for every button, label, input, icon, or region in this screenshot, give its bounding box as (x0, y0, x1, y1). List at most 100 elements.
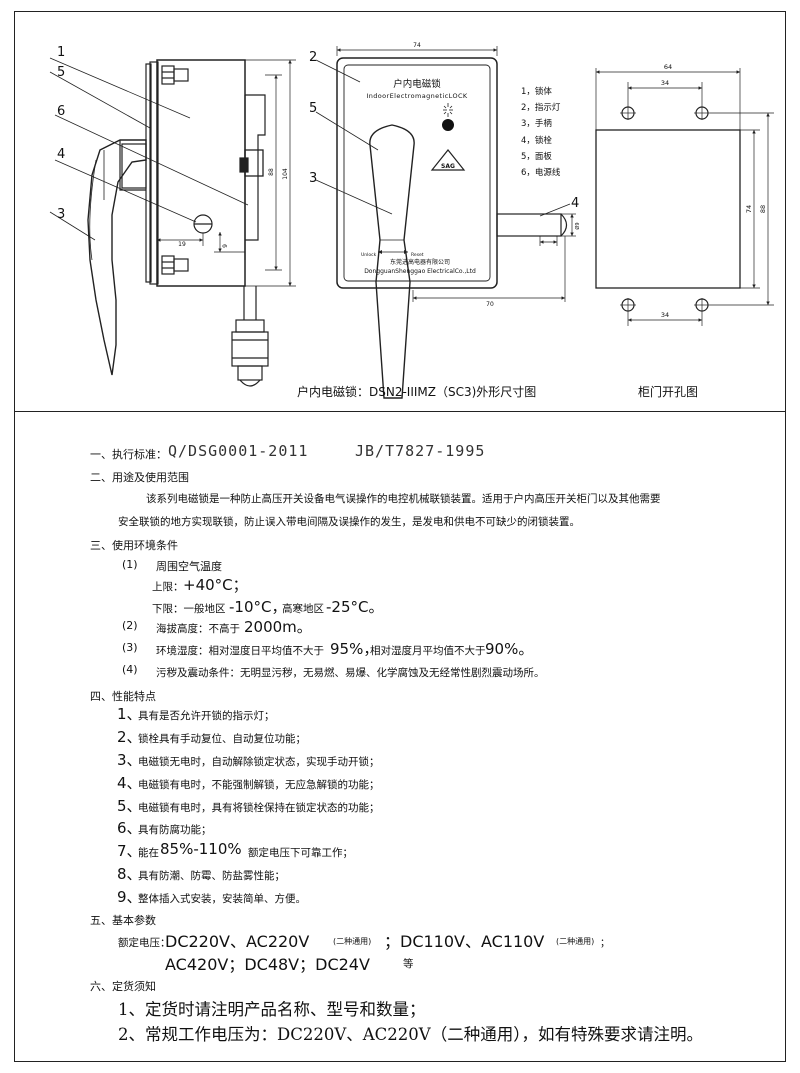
s3-3-label2: 相对湿度月平均值不大于 (370, 645, 486, 657)
s4-item-4-text: 电磁锁有电时，不能强制解锁，无应急解锁的功能； (138, 779, 380, 791)
dim-front-74: 74 (413, 42, 421, 49)
front-outer (336, 57, 498, 289)
s4-item-9-text: 整体插入式安装，安装简单、方便。 (138, 893, 306, 905)
indicator-light (442, 119, 454, 131)
s3-2-num: (2) (122, 619, 138, 632)
s4-item-7-text2: 额定电压下可靠工作； (248, 847, 353, 859)
front-callout-5: 5 (309, 101, 317, 116)
s6-label: 六、定货须知 (90, 980, 156, 993)
legend-3: 3，手柄 (521, 118, 552, 129)
callout-6: 6 (57, 104, 65, 119)
front-callout-2: 2 (309, 50, 317, 65)
s3-3-val1: 95%， (330, 640, 379, 658)
dim-cutout-34-bottom: 34 (661, 311, 669, 319)
side-handle (87, 139, 147, 376)
s2-line2: 安全联锁的地方实现联锁，防止误入带电间隔及误操作的发生，是发电和供电不可缺少的闭… (118, 516, 580, 528)
s3-2-label: 海拔高度：不高于 (156, 623, 240, 635)
dim-cutout-34-top: 34 (661, 79, 669, 87)
s3-3-label1: 环境湿度：相对湿度日平均值不大于 (156, 645, 324, 657)
s3-upper-val: +40°C； (183, 576, 248, 594)
s4-item-1-text: 具有是否允许开锁的指示灯； (138, 710, 275, 722)
s3-lower-val1: -10°C， (229, 598, 287, 616)
logo-text: SAG (441, 163, 455, 170)
s5-n2: (二种通用) (556, 937, 595, 946)
s1-std1: Q/DSG0001-2011 (168, 442, 309, 460)
dim-side-9: 9 (222, 244, 229, 248)
legend-1: 1，锁体 (521, 86, 552, 97)
s3-label: 三、使用环境条件 (90, 539, 178, 552)
dim-cutout-64: 64 (664, 63, 672, 71)
s5-end: ； (600, 938, 610, 949)
s5-v3: AC420V；DC48V；DC24V (165, 955, 370, 974)
cutout-view (595, 106, 741, 312)
front-title-en: IndoorElectromagneticLOCK (366, 92, 467, 100)
unlock-label: Unlock (361, 252, 377, 258)
company-en: DongguanShenggao ElectricalCo.,Ltd (364, 268, 476, 275)
dim-cutout-88: 88 (759, 205, 767, 213)
s4-item-8-text: 具有防潮、防霉、防盐雾性能； (138, 870, 285, 882)
s4-item-7-value: 85%-110% (160, 840, 242, 858)
s3-lower-label1: 下限：一般地区 (152, 603, 226, 615)
s1-std2: JB/T7827-1995 (355, 442, 486, 460)
front-callout-4: 4 (571, 196, 579, 211)
legend-4: 4，锁栓 (521, 135, 552, 146)
dim-side-88: 88 (268, 168, 275, 176)
s4-item-2-text: 锁栓具有手动复位、自动复位功能； (138, 733, 306, 745)
dim-side-104: 104 (282, 168, 289, 180)
callout-4: 4 (57, 147, 65, 162)
s3-1-num: (1) (122, 558, 138, 571)
reset-label: Reset (411, 252, 424, 258)
s4-item-9-num: 9、 (117, 888, 142, 906)
front-handle (369, 124, 415, 399)
s4-item-1-num: 1、 (117, 705, 142, 723)
s6-line2: 2、常规工作电压为：DC220V、AC220V（二种通用），如有特殊要求请注明。 (118, 1025, 703, 1044)
s4-item-6-text: 具有防腐功能； (138, 824, 212, 836)
s4-item-2-num: 2、 (117, 728, 142, 746)
side-mount-plate (149, 61, 159, 285)
front-title-cn: 户内电磁锁 (393, 78, 441, 90)
dim-side-19: 19 (178, 241, 186, 248)
side-view (87, 59, 269, 387)
s3-2-val: 2000m。 (244, 618, 312, 636)
s4-item-8-num: 8、 (117, 865, 142, 883)
s4-item-3-text: 电磁锁无电时，自动解除锁定状态，实现手动开锁； (138, 756, 380, 768)
s5-v3-tail: 等 (403, 958, 414, 970)
front-inner (343, 64, 491, 282)
s5-prefix: 额定电压： (118, 937, 171, 949)
s2-label: 二、用途及使用范围 (90, 471, 189, 484)
s4-item-7-text: 能在 (138, 847, 159, 859)
s3-lower-label2: 高寒地区 (282, 603, 324, 615)
s5-v1: DC220V、AC220V (165, 932, 310, 951)
logo-triangle (430, 149, 466, 171)
callout-1: 1 (57, 45, 65, 60)
callout-3: 3 (57, 207, 65, 222)
s5-v2: ；DC110V、AC110V (384, 932, 545, 951)
s5-n1: (二种通用) (333, 937, 372, 946)
cutout-rect (595, 129, 741, 289)
s3-3-num: (3) (122, 641, 138, 654)
legend-6: 6，电源线 (521, 167, 561, 178)
s4-item-4-num: 4、 (117, 774, 142, 792)
s4-item-5-text: 电磁锁有电时，具有将锁栓保持在锁定状态的功能； (138, 802, 380, 814)
caption-left: 户内电磁锁：DSN2-IIIMZ（SC3)外形尺寸图 (297, 384, 536, 399)
s6-line1: 1、定货时请注明产品名称、型号和数量； (118, 1000, 426, 1019)
s3-4-text: 污秽及震动条件：无明显污秽，无易燃、易爆、化学腐蚀及无经常性剧烈震动场所。 (156, 667, 545, 679)
s2-line1: 该系列电磁锁是一种防止高压开关设备电气误操作的电控机械联锁装置。适用于户内高压开… (146, 493, 661, 505)
side-cable (243, 286, 257, 320)
s3-3-val2: 90%。 (485, 640, 534, 658)
s4-item-5-num: 5、 (117, 797, 142, 815)
technical-drawing: 88 104 19 9 1 5 6 4 3 (49, 42, 774, 399)
spec-frame (14, 411, 786, 1062)
dim-cutout-74: 74 (745, 205, 753, 213)
callout-5: 5 (57, 65, 65, 80)
dim-front-70: 70 (486, 301, 494, 308)
s1-label: 一、执行标准： (90, 448, 167, 461)
front-bolt (496, 213, 562, 237)
s4-label: 四、性能特点 (90, 690, 156, 703)
s3-4-num: (4) (122, 663, 138, 676)
s3-upper-label: 上限： (152, 581, 184, 593)
s4-item-6-num: 6、 (117, 819, 142, 837)
s5-label: 五、基本参数 (90, 914, 156, 927)
front-view (336, 57, 568, 399)
